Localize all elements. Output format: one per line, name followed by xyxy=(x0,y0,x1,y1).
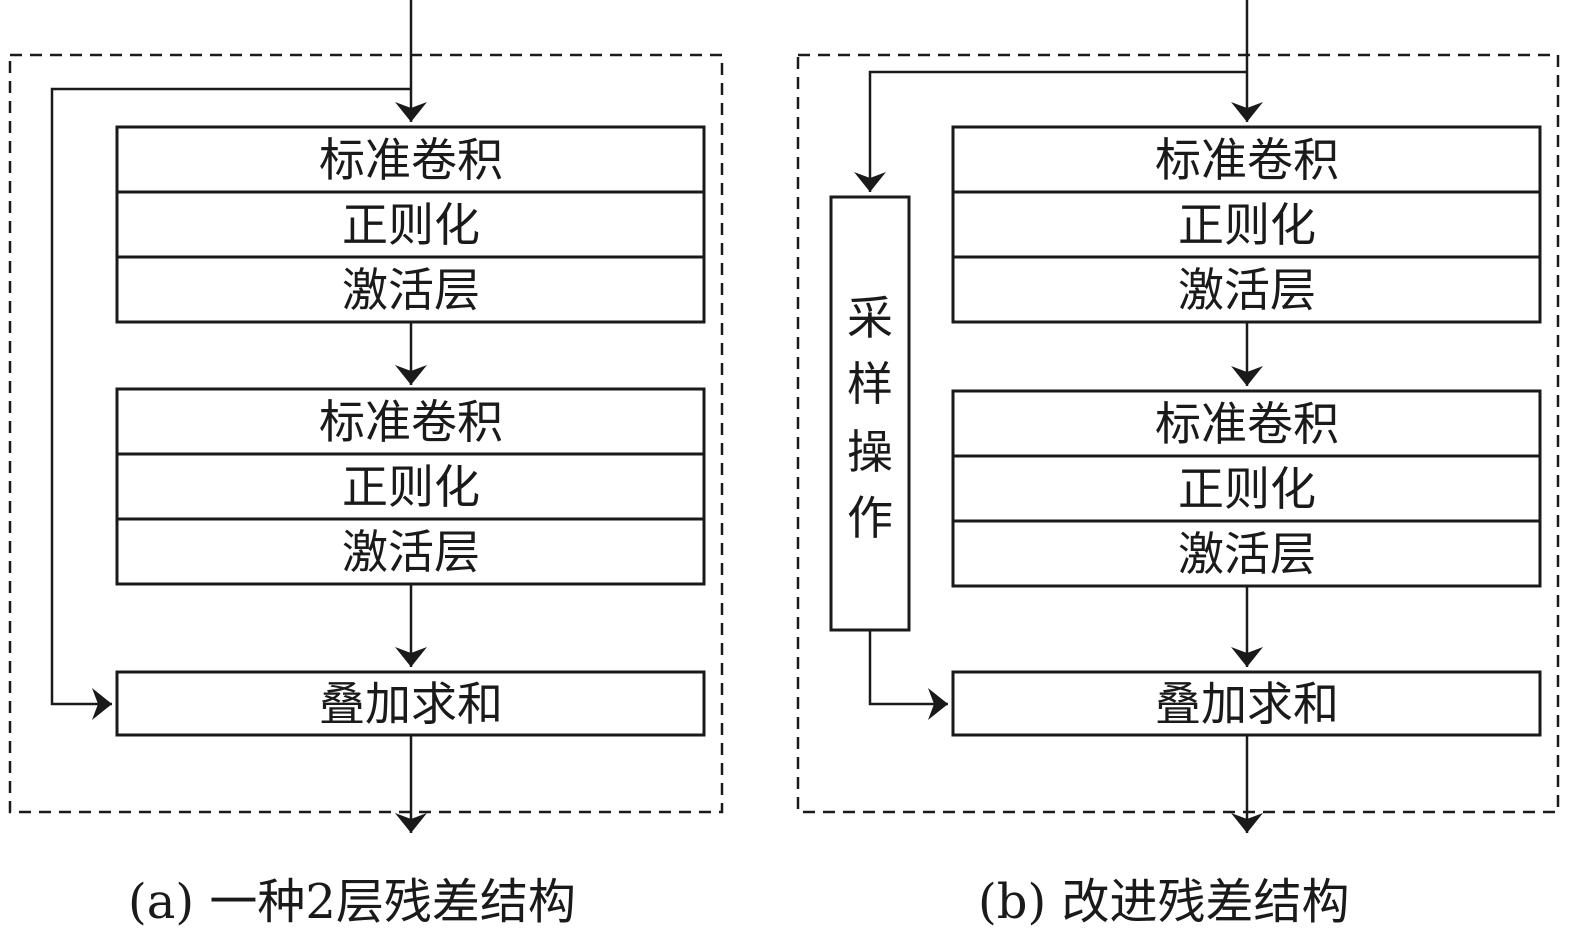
panel-b-sum-label: 叠加求和 xyxy=(1155,677,1339,731)
norm-label: 正则化 xyxy=(1178,462,1316,516)
panel-b-shortcut-out-arrow xyxy=(868,630,948,720)
activation-layer xyxy=(951,255,1542,324)
activation-layer xyxy=(115,255,706,324)
norm-label: 正则化 xyxy=(342,198,480,252)
conv-layer xyxy=(115,125,706,194)
conv-label: 标准卷积 xyxy=(319,133,503,187)
panel-a-caption: (a) 一种2层残差结构 xyxy=(128,874,576,930)
panel-b: 采 样 操 作 标准卷积 正则化 激活层 标准卷积 正则化 激活层 叠加求和 xyxy=(796,0,1560,930)
panel-a-block-2: 标准卷积 正则化 激活层 xyxy=(115,387,706,586)
panel-b-caption: (b) 改进残差结构 xyxy=(978,874,1349,930)
panel-b-block-2: 标准卷积 正则化 激活层 xyxy=(951,389,1542,588)
conv-layer xyxy=(951,389,1542,458)
activation-label: 激活层 xyxy=(342,525,480,579)
sampling-op-box xyxy=(829,195,911,632)
norm-layer xyxy=(115,452,706,521)
activation-layer xyxy=(951,519,1542,588)
panel-a-dashed-frame xyxy=(8,53,724,814)
panel-b-sampling-box: 采 样 操 作 xyxy=(829,195,911,632)
panel-b-dashed-frame xyxy=(796,53,1560,814)
activation-label: 激活层 xyxy=(342,263,480,317)
activation-layer xyxy=(115,517,706,586)
panel-a-sum-label: 叠加求和 xyxy=(319,677,503,731)
activation-label: 激活层 xyxy=(1178,263,1316,317)
panel-b-shortcut-in-arrow xyxy=(854,70,1247,192)
sampling-char-4: 作 xyxy=(847,491,893,545)
panel-b-sum-box xyxy=(951,670,1542,737)
norm-label: 正则化 xyxy=(342,460,480,514)
norm-label: 正则化 xyxy=(1178,198,1316,252)
panel-b-block-1: 标准卷积 正则化 激活层 xyxy=(951,125,1542,324)
sampling-char-2: 样 xyxy=(847,357,893,411)
activation-label: 激活层 xyxy=(1178,527,1316,581)
conv-layer xyxy=(951,125,1542,194)
sampling-char-1: 采 xyxy=(847,291,893,345)
conv-label: 标准卷积 xyxy=(319,395,503,449)
conv-layer xyxy=(115,387,706,456)
conv-label: 标准卷积 xyxy=(1155,133,1339,187)
norm-layer xyxy=(951,454,1542,523)
sampling-char-3: 操 xyxy=(847,425,893,479)
conv-label: 标准卷积 xyxy=(1155,397,1339,451)
panel-a: 标准卷积 正则化 激活层 标准卷积 正则化 激活层 叠加求和 (a) 一种2层残… xyxy=(8,0,724,930)
panel-a-shortcut-arrow xyxy=(50,87,411,720)
panel-a-block-1: 标准卷积 正则化 激活层 xyxy=(115,125,706,324)
